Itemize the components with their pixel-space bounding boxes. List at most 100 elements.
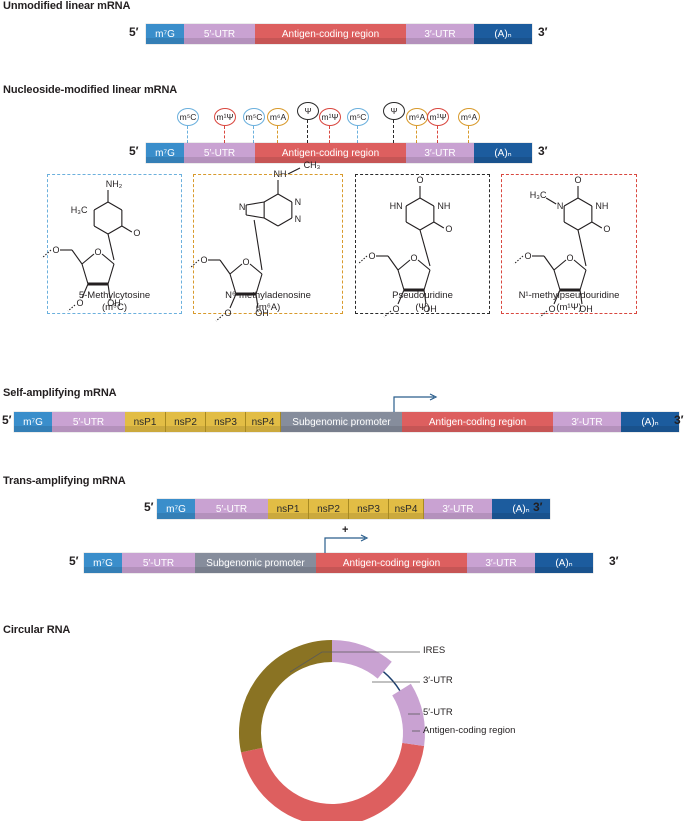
- structure-abbreviation: (Ψ): [415, 302, 430, 313]
- segment-nsp3: nsP3: [206, 412, 246, 432]
- five-prime-label: 5′: [129, 25, 139, 39]
- modification-tick: [468, 126, 469, 143]
- segment-nsp3: nsP3: [349, 499, 389, 519]
- circular-label-5utr: 5′-UTR: [423, 707, 453, 718]
- modification-marker: m¹Ψ: [214, 108, 236, 126]
- promoter-arrow: [324, 537, 365, 553]
- modification-tick: [393, 120, 394, 143]
- structure-name: Pseudouridine: [392, 290, 453, 301]
- modification-tick: [357, 126, 358, 143]
- segment-promoter: Subgenomic promoter: [281, 412, 402, 432]
- arrow-head-icon: [360, 534, 369, 542]
- structure-panel-m6a: [193, 174, 343, 314]
- modification-marker: m¹Ψ: [319, 108, 341, 126]
- segment-utr5: 5′-UTR: [184, 24, 255, 44]
- five-prime-label: 5′: [2, 413, 12, 427]
- circular-label-3utr: 3′-UTR: [423, 675, 453, 686]
- atom-label: H₃C: [530, 190, 547, 200]
- leader-line-ires: [289, 651, 420, 673]
- segment-coding: Antigen-coding region: [255, 143, 406, 163]
- three-prime-label: 3′: [533, 500, 543, 514]
- atom-label: O: [224, 308, 231, 318]
- modification-marker: Ψ: [297, 102, 319, 120]
- modification-marker: m⁶A: [267, 108, 289, 126]
- segment-utr3: 3′-UTR: [553, 412, 621, 432]
- three-prime-label: 3′: [538, 144, 548, 158]
- atom-label: O: [603, 224, 610, 234]
- segment-coding: Antigen-coding region: [316, 553, 467, 573]
- title-unmodified: Unmodified linear mRNA: [3, 0, 131, 12]
- segment-utr5: 5′-UTR: [195, 499, 268, 519]
- structure-caption-psi: Pseudouridine (Ψ): [355, 290, 490, 314]
- structure-panel-m5c: [47, 174, 182, 314]
- modification-tick: [277, 126, 278, 143]
- segment-utr3: 3′-UTR: [467, 553, 535, 573]
- structure-abbreviation: (m¹Ψ): [556, 302, 582, 313]
- segment-cap: m⁷G: [14, 412, 52, 432]
- modification-tick: [329, 126, 330, 143]
- plus-sign: +: [342, 524, 349, 536]
- atom-label: O: [52, 245, 59, 255]
- modification-tick: [416, 126, 417, 143]
- atom-label: N: [239, 202, 246, 212]
- segment-cap: m⁷G: [84, 553, 122, 573]
- segment-nsp2: nsP2: [166, 412, 206, 432]
- segment-polyA: (A)ₙ: [535, 553, 593, 573]
- atom-label: H₃C: [71, 205, 88, 215]
- structure-caption-m6a: N⁶-methyladenosine (m⁶A): [193, 290, 343, 314]
- segment-utr5: 5′-UTR: [52, 412, 125, 432]
- atom-label: NH₂: [106, 179, 123, 189]
- atom-label: O: [524, 251, 531, 261]
- structure-caption-m1psi: N¹-methylpseudouridine (m¹Ψ): [501, 290, 637, 314]
- atom-label: O: [368, 251, 375, 261]
- atom-label: O: [445, 224, 452, 234]
- segment-utr3: 3′-UTR: [424, 499, 492, 519]
- atom-label: CH₃: [304, 160, 321, 170]
- segment-utr5: 5′-UTR: [122, 553, 195, 573]
- segment-polyA: (A)ₙ: [474, 143, 532, 163]
- modification-tick: [253, 126, 254, 143]
- circular-linker: [382, 671, 401, 692]
- structure-abbreviation: (m⁶A): [255, 302, 281, 313]
- segment-nsp1: nsP1: [125, 412, 166, 432]
- atom-label: O: [200, 255, 207, 265]
- circular-segment-5utr: [391, 683, 425, 746]
- modification-tick: [224, 126, 225, 143]
- structure-name: 5-Methylcytosine: [78, 290, 151, 301]
- atom-label: O: [242, 257, 249, 267]
- atom-label: O: [566, 253, 573, 263]
- structure-caption-m5c: 5-Methylcytosine (m⁵C): [47, 290, 182, 314]
- segment-nsp4: nsP4: [246, 412, 281, 432]
- title-modified: Nucleoside-modified linear mRNA: [3, 84, 178, 96]
- arrow-head-icon: [429, 393, 438, 401]
- three-prime-label: 3′: [538, 25, 548, 39]
- segment-polyA: (A)ₙ: [474, 24, 532, 44]
- atom-label: N: [295, 214, 302, 224]
- five-prime-label: 5′: [69, 554, 79, 568]
- atom-label: O: [410, 253, 417, 263]
- structure-panel-psi: [355, 174, 490, 314]
- segment-coding: Antigen-coding region: [402, 412, 553, 432]
- five-prime-label: 5′: [129, 144, 139, 158]
- modification-marker: Ψ: [383, 102, 405, 120]
- atom-label: O: [392, 304, 399, 314]
- circular-label-coding: Antigen-coding region: [423, 725, 516, 736]
- segment-cap: m⁷G: [157, 499, 195, 519]
- modification-tick: [437, 126, 438, 143]
- modification-marker: m¹Ψ: [427, 108, 449, 126]
- atom-label: O: [416, 175, 423, 185]
- atom-label: NH: [595, 201, 608, 211]
- three-prime-label: 3′: [609, 554, 619, 568]
- atom-label: O: [133, 228, 140, 238]
- structure-panel-m1psi: [501, 174, 637, 314]
